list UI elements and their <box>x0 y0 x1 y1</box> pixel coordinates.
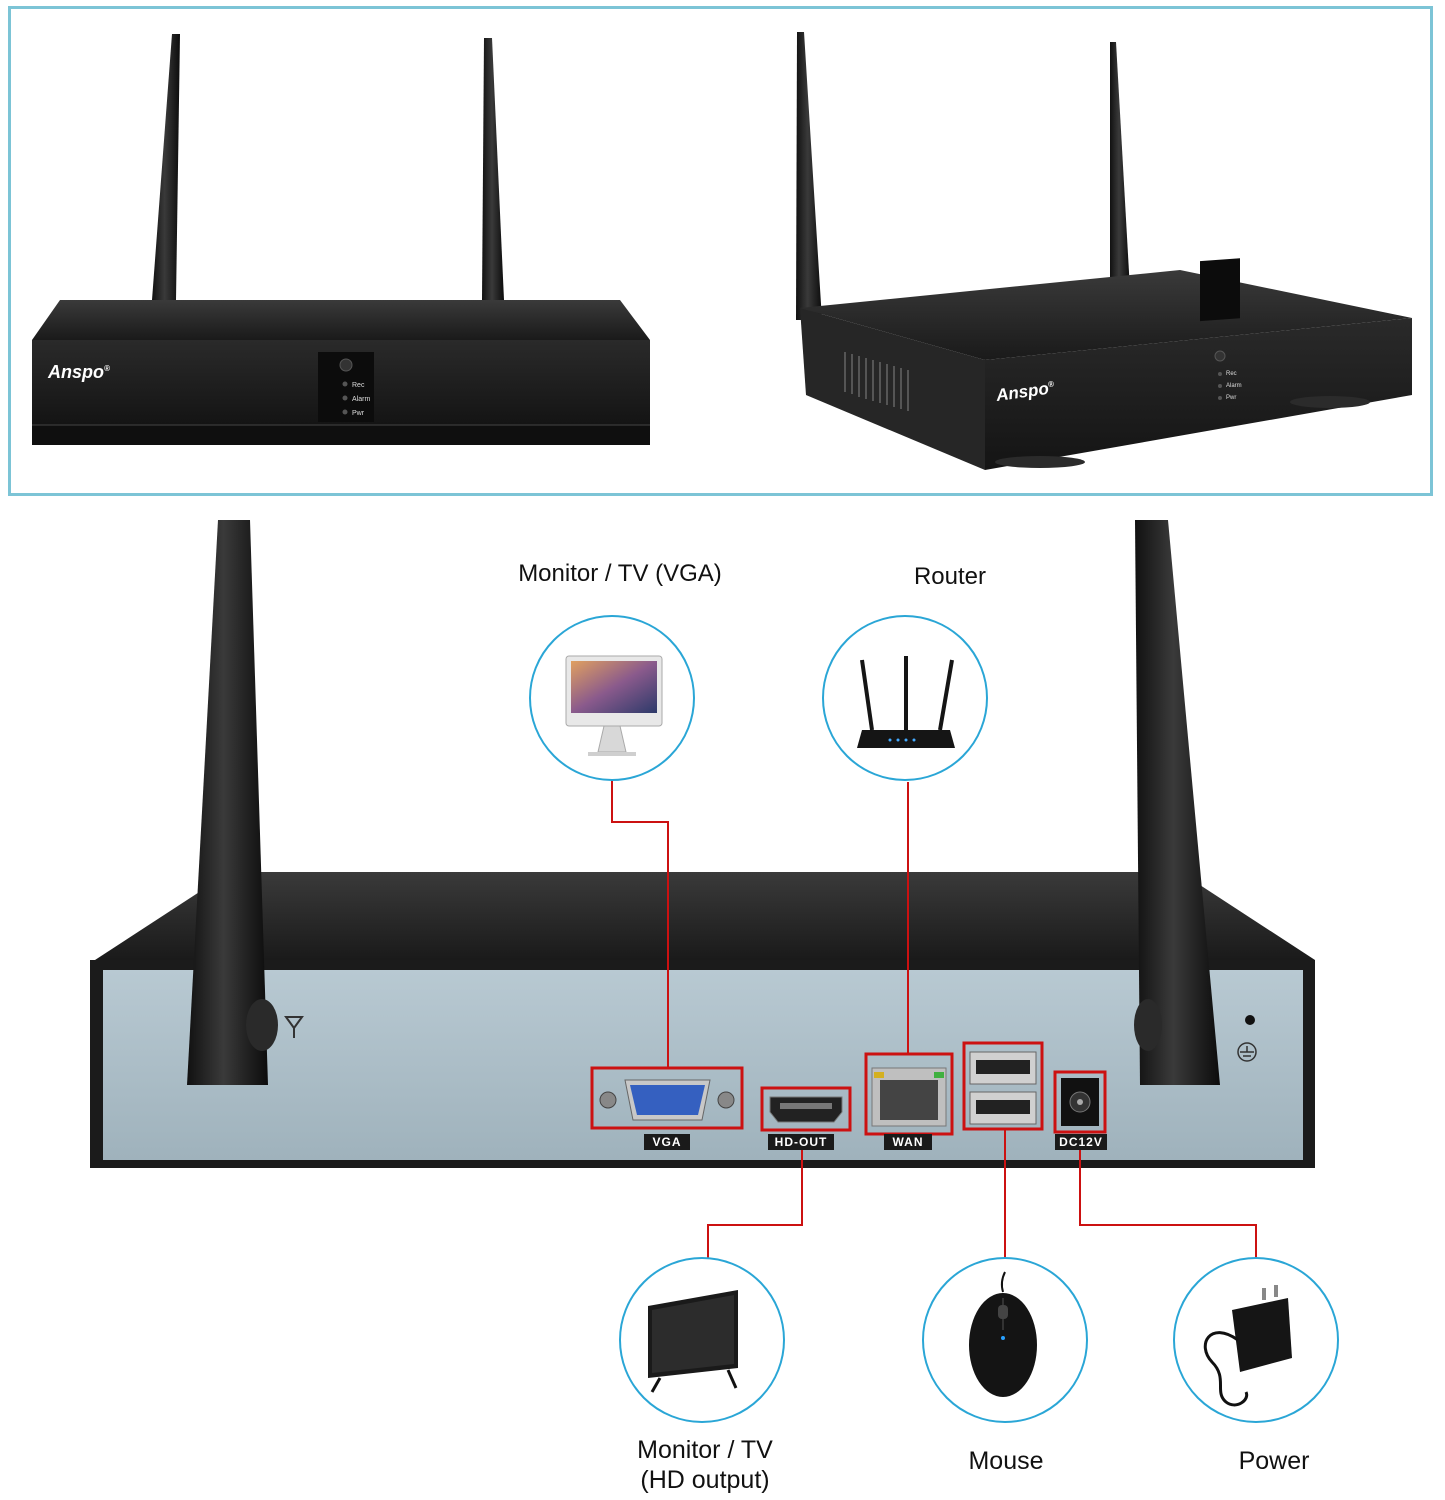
led-rec-label: Rec <box>1226 371 1237 377</box>
front-led-labels-angled: Rec Alarm Pwr <box>1226 368 1242 404</box>
dc-power-port <box>1053 1070 1107 1134</box>
vga-connection-label: Monitor / TV (VGA) <box>518 560 722 587</box>
led-alarm-label: Alarm <box>1226 383 1242 389</box>
hd-out-port-label: HD-OUT <box>768 1134 834 1150</box>
led-pwr-label: Pwr <box>352 410 365 417</box>
brand-name: Anspo <box>48 362 104 382</box>
hd-label-line2: (HD output) <box>640 1466 770 1494</box>
antenna-symbol-icon <box>284 1016 304 1038</box>
callout-hd-line <box>707 1150 803 1258</box>
led-alarm-label: Alarm <box>352 396 371 403</box>
hd-label-line1: Monitor / TV <box>637 1436 773 1464</box>
antenna-right <box>1135 520 1220 1085</box>
vga-port <box>590 1066 744 1130</box>
antenna-left <box>187 520 268 1085</box>
hd-connection-label: Monitor / TV (HD output) <box>580 1435 830 1495</box>
flat-tv-icon <box>619 1257 785 1423</box>
dc-port-label: DC12V <box>1055 1134 1107 1150</box>
callout-power-line <box>1079 1150 1257 1258</box>
antenna-left <box>152 34 180 300</box>
led-rec-label: Rec <box>352 382 365 389</box>
antenna-right <box>1110 42 1130 290</box>
usb-ports <box>962 1041 1044 1131</box>
wan-port-label: WAN <box>884 1134 932 1150</box>
wifi-router-icon <box>822 615 988 781</box>
callout-lines <box>611 780 1257 1258</box>
router-connection-label: Router <box>913 563 987 590</box>
led-pwr-label: Pwr <box>1226 395 1237 401</box>
callout-vga-line <box>611 780 669 1068</box>
ground-icon <box>1237 1042 1257 1062</box>
power-connection-label: Power <box>1238 1447 1310 1475</box>
nvr-angled-view <box>796 32 1412 470</box>
power-adapter-icon <box>1173 1257 1339 1423</box>
vga-port-label: VGA <box>644 1134 690 1150</box>
brand-mark: ® <box>104 364 110 373</box>
brand-logo: Anspo® <box>48 362 110 383</box>
mouse-connection-label: Mouse <box>968 1447 1044 1475</box>
front-led-labels: Rec Alarm Pwr <box>352 379 370 421</box>
reset-hole-icon <box>1245 1015 1255 1025</box>
rear-panel <box>103 970 1303 1160</box>
antenna-left <box>796 32 822 320</box>
computer-mouse-icon <box>922 1257 1088 1423</box>
ir-sensor-icon <box>339 358 353 372</box>
brand-mark: ® <box>1047 379 1055 390</box>
nvr-rear-view <box>90 520 1315 1168</box>
wan-port <box>864 1052 954 1136</box>
hdmi-port <box>760 1086 852 1132</box>
antenna-right <box>482 38 504 300</box>
nvr-front-view <box>32 34 650 445</box>
imac-monitor-icon <box>529 615 695 781</box>
